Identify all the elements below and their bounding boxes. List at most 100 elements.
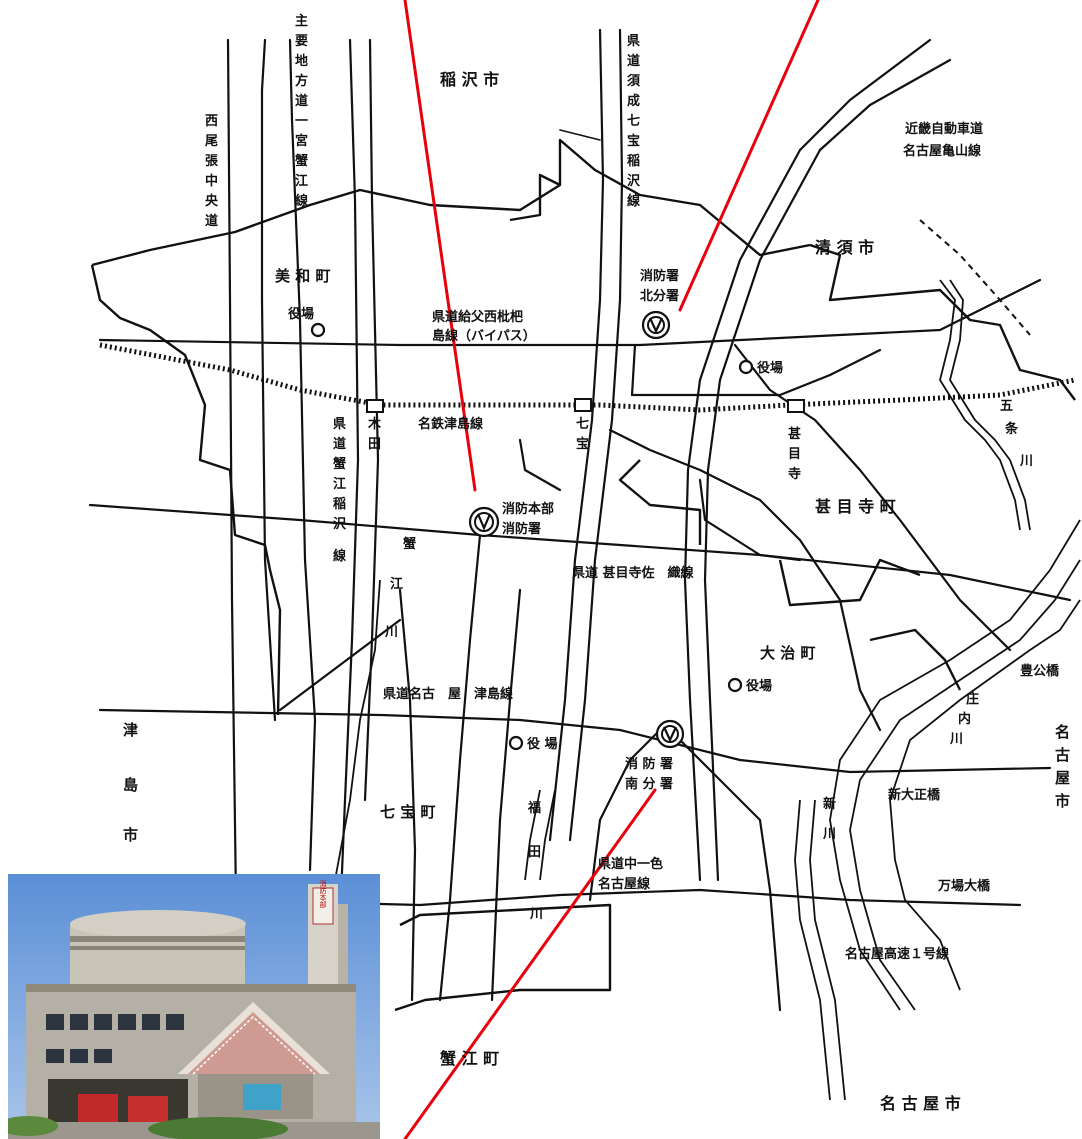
label-shonai-river-2: 内 <box>958 711 971 727</box>
label-kida-station-2: 田 <box>368 437 381 452</box>
label-kinki-expressway-2: 名古屋亀山線 <box>903 143 982 159</box>
jimokuji-station-marker <box>787 399 805 413</box>
jimokuji-office-marker <box>738 359 754 375</box>
label-kanie-inazawa-3: 蟹 <box>332 456 346 472</box>
label-nakaisshiki-road-1: 県道中一色 <box>598 856 663 872</box>
label-nagoya-city-right-4: 市 <box>1055 792 1070 810</box>
label-manba-bridge: 万場大橋 <box>937 878 991 894</box>
label-fire-hq-1: 消防本部 <box>502 501 554 517</box>
municipal-boundaries <box>90 138 1076 1012</box>
label-ichinomiya-road-10: 線 <box>295 193 309 209</box>
kida-station-marker <box>366 399 384 413</box>
label-kanie-inazawa-2: 道 <box>333 436 346 452</box>
label-kanie-inazawa-4: 江 <box>333 476 346 492</box>
fire-station-photo: 消防本部 <box>8 874 380 1139</box>
label-suka-road-3: 須 <box>626 74 641 89</box>
label-inazawa-city: 稲 沢 市 <box>440 70 499 89</box>
label-ichinomiya-road-4: 方 <box>295 73 308 89</box>
label-shintaisho-bridge: 新大正橋 <box>888 787 941 803</box>
label-nishi-owari-road-4: 中 <box>205 173 218 189</box>
label-gojo-river-3: 川 <box>1019 454 1033 469</box>
label-nishi-owari-road-2: 尾 <box>205 134 218 149</box>
fire-station-hq-marker <box>468 506 500 538</box>
label-oharu-town: 大 治 町 <box>760 644 815 662</box>
label-suka-road-8: 沢 <box>627 173 641 189</box>
label-oharu-office: 役場 <box>746 678 772 694</box>
label-jimokuji-office: 役場 <box>757 360 783 376</box>
label-kanie-river-1: 蟹 <box>402 536 416 552</box>
fire-station-south-marker <box>655 719 685 749</box>
label-nishi-owari-road-3: 張 <box>205 154 219 169</box>
label-suka-road-7: 稲 <box>627 153 640 169</box>
rivers <box>334 279 1081 1101</box>
label-nagoya-city-right-2: 古 <box>1055 746 1070 764</box>
shippo-station-marker <box>574 398 592 412</box>
label-kanie-river-3: 川 <box>384 625 398 640</box>
label-ichinomiya-road-2: 要 <box>295 34 308 49</box>
label-shinkawa-1: 新 <box>823 796 836 812</box>
label-suka-road-2: 道 <box>627 53 640 69</box>
label-fire-north-1: 消防署 <box>640 268 679 284</box>
label-nishi-owari-road-1: 西 <box>205 114 218 129</box>
roads <box>88 28 1072 1012</box>
label-shonai-river-1: 庄 <box>966 691 979 707</box>
label-jimokuji-station-1: 甚 <box>788 426 801 442</box>
tower-sign-text: 消防本部 <box>319 879 327 909</box>
label-nakaisshiki-road-2: 名古屋線 <box>598 876 651 892</box>
label-nishi-owari-road-5: 央 <box>205 193 219 209</box>
label-shinkawa-2: 川 <box>822 827 836 842</box>
label-fukuta-river-1: 福 <box>527 800 541 816</box>
label-gojo-river-1: 五 <box>1000 399 1013 414</box>
label-miwa-town: 美 和 町 <box>275 267 330 285</box>
label-jimokuji-sa-road: 県道 甚目寺佐 織線 <box>572 565 695 581</box>
label-jimokuji-station-3: 寺 <box>788 466 801 482</box>
label-kinki-expressway-1: 近畿自動車道 <box>905 121 983 137</box>
label-kanie-inazawa-5: 稲 <box>333 496 346 512</box>
pointer-lines <box>403 0 820 1139</box>
label-nagoya-city-bottom: 名 古 屋 市 <box>880 1094 961 1113</box>
label-fire-south-1: 消 防 署 <box>625 756 673 772</box>
label-tsushima-city-3: 市 <box>123 826 138 844</box>
label-shippo-office: 役 場 <box>527 736 558 752</box>
label-kanie-inazawa-7: 線 <box>333 548 347 564</box>
label-ichinomiya-road-9: 江 <box>295 173 308 189</box>
label-miwa-office: 役場 <box>288 306 314 322</box>
label-hokoku-bridge: 豊公橋 <box>1020 663 1060 679</box>
label-nagoya-city-right-3: 屋 <box>1055 769 1070 787</box>
label-ichinomiya-road-3: 地 <box>295 53 308 69</box>
label-shippo-station-1: 七 <box>576 417 589 432</box>
label-nagoya-expressway: 名古屋高速１号線 <box>845 946 950 962</box>
label-kyufu-bypass-2: 島線（バイパス） <box>432 328 536 344</box>
label-shippo-station-2: 宝 <box>576 436 589 452</box>
pointer-south <box>403 788 657 1139</box>
label-nagoya-tsushima-road: 県道名古 屋 津島線 <box>383 686 514 702</box>
label-meitetsu-line: 名鉄津島線 <box>418 416 484 432</box>
label-suka-road-6: 宝 <box>627 133 640 149</box>
label-suka-road-9: 線 <box>627 193 641 209</box>
fire-station-photo-art: 消防本部 <box>8 874 380 1139</box>
label-kiyosu-city: 清 須 市 <box>815 238 874 257</box>
label-shippo-town: 七 宝 町 <box>380 803 435 821</box>
pointer-north <box>678 0 820 312</box>
label-fukuta-river-3: 川 <box>529 907 543 922</box>
meitetsu-tsushima-line <box>99 342 1076 413</box>
label-suka-road-1: 県 <box>627 34 640 49</box>
label-kanie-river-2: 江 <box>390 576 403 592</box>
label-gojo-river-2: 条 <box>1005 421 1019 437</box>
pointer-hq <box>403 0 477 492</box>
label-jimokuji-station-2: 目 <box>788 447 801 462</box>
label-ichinomiya-road-5: 道 <box>295 93 308 109</box>
shippo-office-marker <box>508 735 524 751</box>
label-nishi-owari-road-6: 道 <box>205 213 218 229</box>
fire-station-north-marker <box>641 310 671 340</box>
label-ichinomiya-road-6: 一 <box>295 114 308 129</box>
label-jimokuji-town: 甚 目 寺 町 <box>815 497 896 516</box>
label-kyufu-bypass-1: 県道給父西枇杷 <box>432 309 523 325</box>
label-fire-south-2: 南 分 署 <box>625 776 673 792</box>
oharu-office-marker <box>727 677 743 693</box>
label-nagoya-city-right-1: 名 <box>1055 723 1070 741</box>
label-suka-road-4: 成 <box>627 93 640 109</box>
label-kanie-town: 蟹 江 町 <box>439 1049 499 1068</box>
